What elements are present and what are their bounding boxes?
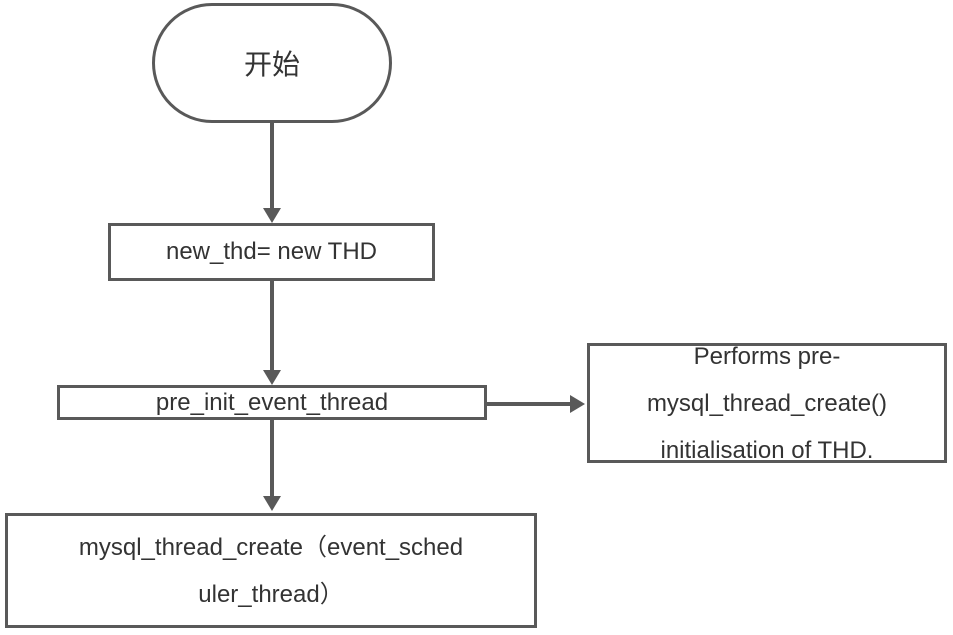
edge-start-to-newthd (270, 123, 274, 209)
arrowhead-right-icon (570, 395, 585, 413)
edge-preinit-to-note (487, 402, 571, 406)
node-note-line-3: initialisation of THD. (660, 436, 874, 463)
node-start: 开始 (152, 3, 392, 123)
node-new-thd-label: new_thd= new THD (165, 238, 377, 265)
node-pre-init-label: pre_init_event_thread (155, 388, 389, 416)
edge-preinit-to-create (270, 420, 274, 497)
node-note-line-2: mysql_thread_create() (646, 389, 888, 417)
node-create-line-1: mysql_thread_create（event_sched (78, 533, 464, 561)
node-pre-init-event-thread: pre_init_event_thread (57, 385, 487, 420)
node-new-thd: new_thd= new THD (108, 223, 435, 281)
arrowhead-down-icon (263, 496, 281, 511)
edge-newthd-to-preinit (270, 281, 274, 371)
node-note-line-1: Performs pre- (693, 343, 841, 370)
node-start-label: 开始 (243, 49, 300, 80)
arrowhead-down-icon (263, 370, 281, 385)
arrowhead-down-icon (263, 208, 281, 223)
node-mysql-thread-create: mysql_thread_create（event_sched uler_thr… (5, 513, 537, 628)
node-note-performs-pre: Performs pre- mysql_thread_create() init… (587, 343, 947, 463)
node-create-line-2: uler_thread） (198, 580, 344, 608)
